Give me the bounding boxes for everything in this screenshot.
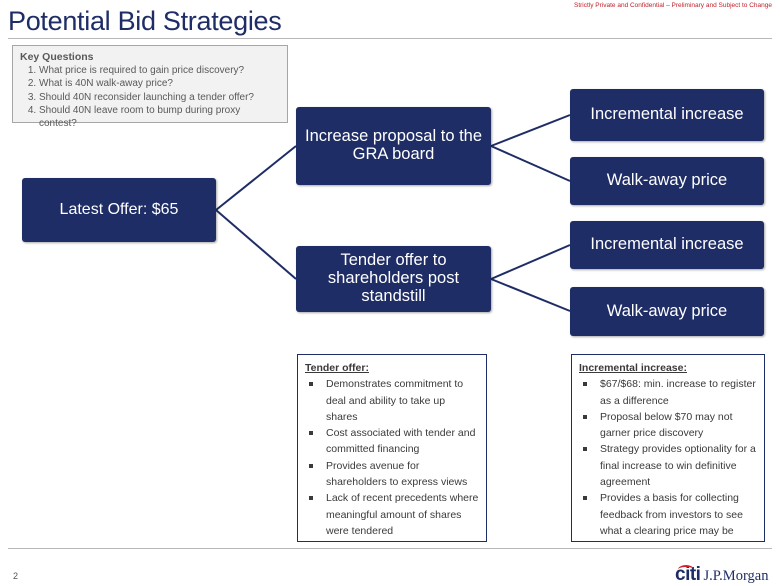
key-questions-list: What price is required to gain price dis… <box>20 64 280 130</box>
tender-offer-notes: Tender offer: Demonstrates commitment to… <box>297 354 487 542</box>
key-question-item: What price is required to gain price dis… <box>39 64 280 77</box>
key-question-item: What is 40N walk-away price? <box>39 77 280 90</box>
confidentiality-notice: Strictly Private and Confidential – Prel… <box>574 2 772 9</box>
jpmorgan-logo: J.P.Morgan <box>703 568 769 584</box>
connector-branch1-leaf2 <box>490 145 571 182</box>
page-number: 2 <box>13 571 19 581</box>
key-question-item: Should 40N leave room to bump during pro… <box>39 104 280 131</box>
note-bullet: Strategy provides optionality for a fina… <box>579 441 757 490</box>
connector-branch1-leaf1 <box>490 114 571 147</box>
walk-away-price-box: Walk-away price <box>570 157 764 205</box>
tender-notes-title: Tender offer: <box>305 362 369 374</box>
footer-divider <box>8 548 772 549</box>
incremental-notes-list: $67/$68: min. increase to register as a … <box>579 376 757 539</box>
note-bullet: Provides a basis for collecting feedback… <box>579 490 757 539</box>
page-title: Potential Bid Strategies <box>8 6 282 36</box>
note-bullet: Demonstrates commitment to deal and abil… <box>305 376 479 425</box>
connector-root-branch2 <box>215 209 297 280</box>
citi-logo: citi <box>675 564 701 585</box>
note-bullet: Provides avenue for shareholders to expr… <box>305 458 479 491</box>
key-questions-box: Key Questions What price is required to … <box>12 45 288 129</box>
note-bullet: $67/$68: min. increase to register as a … <box>579 376 757 409</box>
connector-root-branch1 <box>215 145 297 211</box>
note-bullet: Cost associated with tender and committe… <box>305 425 479 458</box>
connector-branch2-leaf4 <box>490 278 571 312</box>
note-bullet: Proposal below $70 may not garner price … <box>579 409 757 442</box>
tender-notes-list: Demonstrates commitment to deal and abil… <box>305 376 479 539</box>
header-divider <box>8 38 772 39</box>
incremental-increase-box: Incremental increase <box>570 89 764 141</box>
incremental-notes-title: Incremental increase: <box>579 362 687 374</box>
tender-offer-box: Tender offer to shareholders post stands… <box>296 246 491 312</box>
citi-jpmorgan-logo: citi J.P.Morgan <box>675 564 769 585</box>
connector-branch2-leaf3 <box>490 244 571 280</box>
key-questions-title: Key Questions <box>20 51 94 63</box>
incremental-increase-notes: Incremental increase: $67/$68: min. incr… <box>571 354 765 542</box>
incremental-increase-box: Incremental increase <box>570 221 764 269</box>
walk-away-price-box: Walk-away price <box>570 287 764 336</box>
latest-offer-box: Latest Offer: $65 <box>22 178 216 242</box>
note-bullet: Lack of recent precedents where meaningf… <box>305 490 479 539</box>
citi-arc-icon <box>678 565 694 574</box>
key-question-item: Should 40N reconsider launching a tender… <box>39 91 280 104</box>
increase-proposal-box: Increase proposal to the GRA board <box>296 107 491 185</box>
